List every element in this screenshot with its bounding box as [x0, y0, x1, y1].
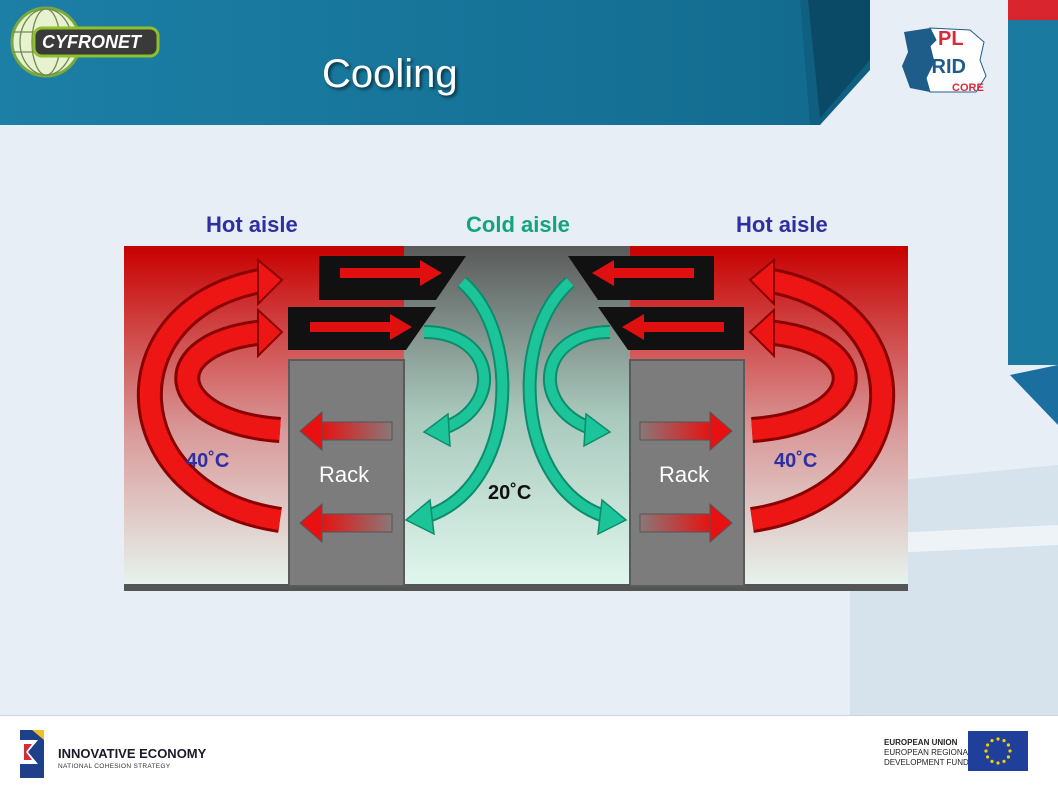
ceiling-unit-right-top: [568, 256, 714, 300]
rack-left-arrow-lower: [299, 502, 393, 544]
hot-loop-right-inner: [748, 307, 858, 443]
rack-right-arrow-upper: [639, 410, 733, 452]
cyfronet-logo: CYFRONET: [4, 4, 160, 80]
rack-right-arrow-lower: [639, 502, 733, 544]
cooling-diagram: [124, 246, 908, 591]
innovative-economy-subtitle: NATIONAL COHESION STRATEGY: [58, 763, 171, 770]
cold-flow-right-long: [522, 276, 628, 536]
cold-aisle-label: Cold aisle: [466, 212, 570, 237]
slide-title: Cooling: [322, 52, 458, 96]
floor-line: [124, 584, 908, 591]
cold-flow-left-long: [404, 276, 510, 536]
plgrid-text-core: CORE: [952, 82, 984, 94]
innovative-economy-logo-icon: [20, 730, 44, 778]
hot-aisle-left-label: Hot aisle: [206, 212, 298, 237]
cyfronet-wordmark: CYFRONET: [42, 32, 141, 52]
cold-aisle-zone: [404, 246, 630, 586]
hot-aisle-right-label: Hot aisle: [736, 212, 828, 237]
rack-left-arrow-upper: [299, 410, 393, 452]
hot-loop-left-inner: [174, 307, 284, 443]
hot-loop-right-outer: [748, 257, 896, 533]
innovative-economy-title: INNOVATIVE ECONOMY: [58, 746, 207, 761]
rack-left-label: Rack: [319, 462, 370, 487]
eu-text-line2: EUROPEAN REGIONAL: [884, 748, 973, 757]
cold-flow-right-short: [543, 325, 612, 448]
cold-flow-left-short: [422, 325, 491, 448]
ceiling-unit-right-bottom: [598, 307, 744, 350]
rack-right: [629, 359, 745, 587]
ceiling-unit-left-top: [319, 256, 466, 300]
rack-right-label: Rack: [659, 462, 710, 487]
temp-cold: 20˚C: [488, 482, 532, 504]
header-banner: [0, 0, 1058, 125]
footer-bar: [0, 715, 1058, 794]
temp-hot-right: 40˚C: [774, 450, 818, 472]
plgrid-logo: PL GRID CORE: [900, 26, 990, 98]
eu-flag-icon: [968, 731, 1028, 771]
hot-loop-left-outer: [136, 257, 284, 533]
eu-text-line1: EUROPEAN UNION: [884, 738, 958, 747]
eu-text-line3: DEVELOPMENT FUND: [884, 758, 969, 767]
plgrid-text-pl: PL: [938, 28, 964, 50]
rack-left: [288, 359, 405, 587]
plgrid-text-grid: GRID: [916, 56, 966, 78]
ceiling-unit-left-bottom: [288, 307, 436, 350]
temp-hot-left: 40˚C: [186, 450, 230, 472]
